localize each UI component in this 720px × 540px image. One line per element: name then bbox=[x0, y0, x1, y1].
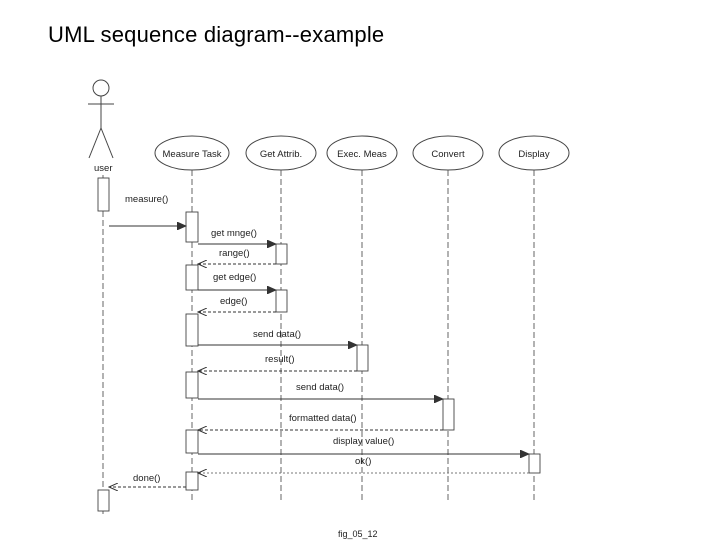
attrib-activation bbox=[275, 289, 288, 313]
object-display: Display bbox=[498, 135, 570, 171]
message-label: send data() bbox=[296, 382, 344, 393]
message-label: result() bbox=[265, 354, 295, 365]
convert-activation bbox=[442, 398, 455, 431]
object-convert: Convert bbox=[412, 135, 484, 171]
actor-right-leg bbox=[100, 127, 114, 159]
attrib-activation bbox=[275, 243, 288, 265]
exec-activation bbox=[356, 344, 369, 372]
actor-head bbox=[92, 79, 110, 97]
measure-activation bbox=[185, 313, 199, 347]
object-label: Exec. Meas bbox=[337, 149, 387, 160]
message-label: display value() bbox=[333, 436, 394, 447]
object-label: Display bbox=[518, 149, 549, 160]
object-label: Get Attrib. bbox=[260, 149, 302, 160]
message-label: edge() bbox=[220, 296, 247, 307]
display-activation bbox=[528, 453, 541, 474]
measure-activation bbox=[185, 211, 199, 243]
actor-left-leg bbox=[88, 127, 102, 159]
message-label: done() bbox=[133, 473, 160, 484]
message-label: get mnge() bbox=[211, 228, 257, 239]
measure-activation bbox=[185, 264, 199, 291]
measure-activation bbox=[185, 429, 199, 454]
message-label: measure() bbox=[125, 194, 168, 205]
object-label: Convert bbox=[431, 149, 465, 160]
message-label: range() bbox=[219, 248, 250, 259]
message-label: ok() bbox=[355, 456, 371, 467]
slide-title: UML sequence diagram--example bbox=[48, 22, 385, 47]
actor-user bbox=[88, 79, 114, 159]
user-activation-end bbox=[97, 489, 110, 512]
object-measure-task: Measure Task bbox=[154, 135, 230, 171]
message-label: formatted data() bbox=[289, 413, 357, 424]
message-label: get edge() bbox=[213, 272, 256, 283]
object-label: Measure Task bbox=[163, 149, 222, 160]
message-label: send data() bbox=[253, 329, 301, 340]
figure-caption: fig_05_12 bbox=[338, 529, 378, 539]
object-get-attrib: Get Attrib. bbox=[245, 135, 317, 171]
measure-activation bbox=[185, 471, 199, 491]
actor-label: user bbox=[94, 163, 112, 174]
user-activation bbox=[97, 177, 110, 212]
object-exec-meas: Exec. Meas bbox=[326, 135, 398, 171]
measure-activation bbox=[185, 371, 199, 399]
